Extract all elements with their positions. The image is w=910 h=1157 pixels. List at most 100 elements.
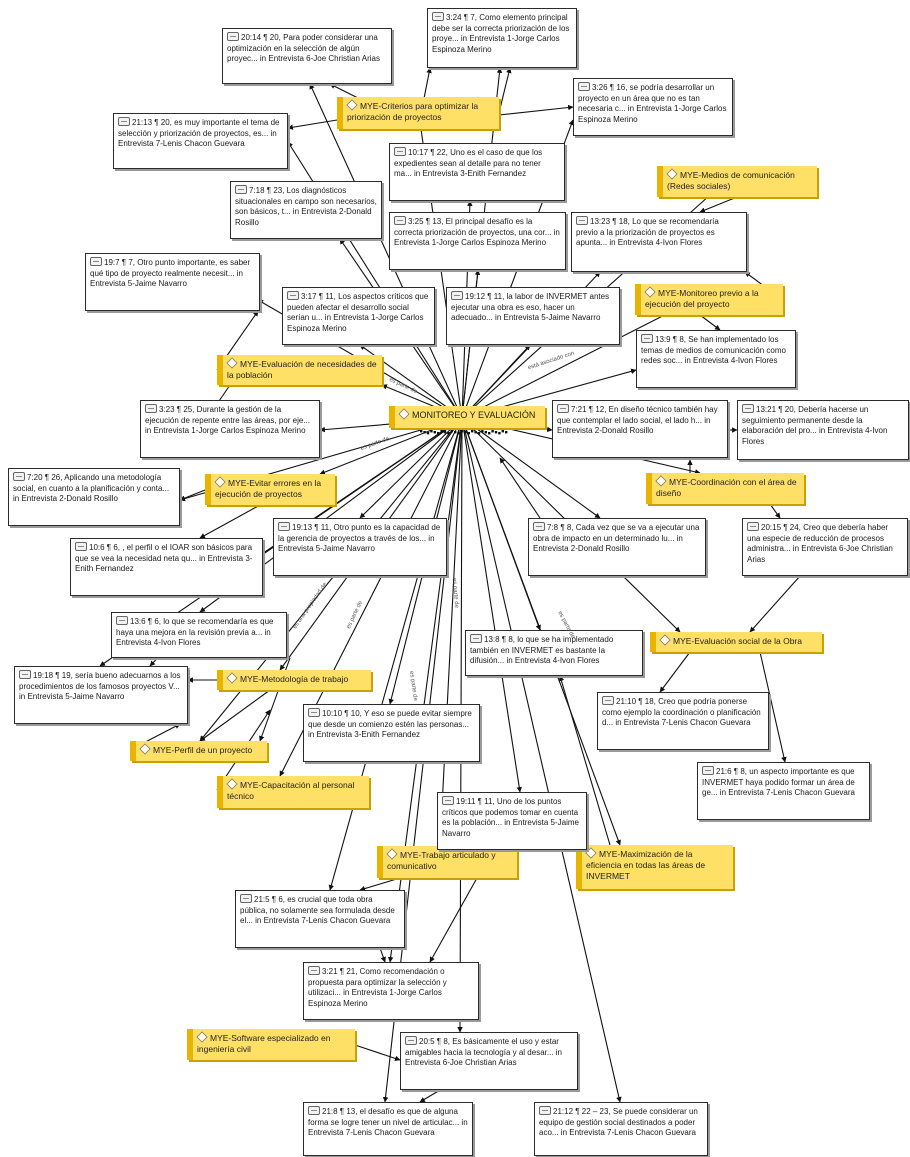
code-icon — [214, 476, 226, 488]
code-node-capacitacion[interactable]: MYE-Capacitación al personal técnico — [217, 776, 369, 808]
quote-19-12[interactable]: 19:12 ¶ 11, la labor de INVERMET antes e… — [446, 287, 620, 345]
quote-icon — [394, 216, 406, 225]
quote-icon — [308, 708, 320, 717]
quote-icon — [75, 542, 87, 551]
quote-19-11[interactable]: 19:11 ¶ 11, Uno de los puntos críticos q… — [437, 792, 587, 850]
code-node-social[interactable]: MYE-Evaluación social de la Obra — [650, 632, 822, 652]
quote-icon — [90, 257, 102, 266]
quote-21-10[interactable]: 21:10 ¶ 18, Creo que podría ponerse como… — [597, 692, 769, 750]
quote-21-12[interactable]: 21:12 ¶ 22 – 23, Se puede considerar un … — [534, 1102, 708, 1156]
quote-13-6[interactable]: 13:6 ¶ 6, lo que se recomendaría es que … — [111, 612, 287, 658]
code-node-trabajo[interactable]: MYE-Trabajo articulado y comunicativo — [377, 846, 517, 878]
link-line — [759, 651, 787, 763]
quote-3-21[interactable]: 3:21 ¶ 21, Como recomendación o propuest… — [303, 962, 479, 1020]
quote-10-10[interactable]: 10:10 ¶ 10, Y eso se puede evitar siempr… — [303, 704, 480, 762]
quote-21-13[interactable]: 21:13 ¶ 20, es muy importante el tema de… — [113, 113, 288, 169]
quote-icon — [747, 522, 759, 531]
link-line — [387, 417, 463, 963]
code-icon — [666, 168, 678, 180]
quote-text: 13:9 ¶ 8, Se han implementado los temas … — [641, 335, 786, 365]
quote-icon — [578, 82, 590, 91]
code-node-software[interactable]: MYE-Software especializado en ingeniería… — [187, 1029, 355, 1060]
code-icon — [226, 357, 238, 369]
quote-10-6[interactable]: 10:6 ¶ 6, , el perfil o el IOAR son bási… — [70, 538, 263, 596]
quote-3-25[interactable]: 3:25 ¶ 13, El principal desafío es la co… — [389, 212, 566, 270]
quote-text: 3:25 ¶ 13, El principal desafío es la co… — [394, 217, 560, 247]
code-label: MYE-Evaluación de necesidades de la pobl… — [227, 359, 377, 380]
code-label: MYE-Trabajo articulado y comunicativo — [387, 850, 496, 871]
quote-icon — [145, 404, 157, 413]
code-node-perfil[interactable]: MYE-Perfil de un proyecto — [130, 741, 267, 761]
link-line — [429, 877, 478, 963]
code-label: MYE-Monitoreo previo a la ejecución del … — [645, 288, 759, 309]
quote-13-21[interactable]: 13:21 ¶ 20, Debería hacerse un seguimien… — [737, 400, 909, 460]
link-line — [199, 504, 261, 539]
quote-19-13[interactable]: 19:13 ¶ 11, Otro punto es la capacidad d… — [273, 518, 447, 576]
code-node-coordinacion[interactable]: MYE-Coordinación con el área de diseño — [646, 473, 804, 504]
link-anchor — [430, 430, 433, 433]
quote-icon — [432, 12, 444, 21]
quote-20-15[interactable]: 20:15 ¶ 24, Creo que debería haber una e… — [742, 518, 908, 576]
quote-21-5[interactable]: 21:5 ¶ 6, es crucial que toda obra públi… — [235, 890, 405, 948]
quote-icon — [442, 796, 454, 805]
quote-3-26[interactable]: 3:26 ¶ 16, se podría desarrollar un proy… — [573, 78, 733, 136]
quote-text: 13:6 ¶ 6, lo que se recomendaría es que … — [116, 617, 274, 647]
code-node-medios[interactable]: MYE-Medios de comunicación (Redes social… — [657, 166, 817, 197]
link-line — [461, 296, 701, 419]
code-icon — [585, 847, 597, 859]
link-anchor — [420, 430, 423, 433]
code-node-monitoreo[interactable]: MYE-Monitoreo previo a la ejecución del … — [635, 284, 783, 315]
center-code-node[interactable]: MONITOREO Y EVALUACIÓN — [389, 406, 545, 428]
quote-7-21[interactable]: 7:21 ¶ 12, En diseño técnico también hay… — [552, 400, 728, 458]
quote-text: 20:14 ¶ 20, Para poder considerar una op… — [227, 33, 380, 63]
quote-19-18[interactable]: 19:18 ¶ 19, sería bueno adecuarnos a los… — [14, 666, 188, 724]
quote-3-17[interactable]: 3:17 ¶ 11, Los aspectos críticos que pue… — [282, 287, 435, 345]
code-icon — [655, 475, 667, 487]
code-node-necesidades[interactable]: MYE-Evaluación de necesidades de la pobl… — [217, 355, 382, 385]
quote-icon — [405, 1036, 417, 1045]
code-node-criterios[interactable]: MYE-Criterios para optimizar la prioriza… — [337, 97, 499, 129]
code-node-metodologia[interactable]: MYE-Metodología de trabajo — [217, 670, 371, 690]
link-line — [437, 417, 463, 847]
quote-icon — [308, 966, 320, 975]
quote-icon — [470, 634, 482, 643]
quote-text: 21:8 ¶ 13, el desafío es que de alguna f… — [308, 1107, 468, 1137]
link-line — [498, 104, 574, 116]
quote-13-9[interactable]: 13:9 ¶ 8, Se han implementado los temas … — [636, 330, 796, 388]
link-line — [699, 314, 721, 331]
quote-3-24[interactable]: 3:24 ¶ 7, Como elemento principal debe s… — [427, 8, 577, 68]
quote-text: 19:13 ¶ 11, Otro punto es la capacidad d… — [278, 523, 441, 553]
quote-13-23[interactable]: 13:23 ¶ 18, Lo que se recomendaría previ… — [571, 212, 747, 272]
code-label: MYE-Capacitación al personal técnico — [227, 780, 355, 801]
code-node-maximizacion[interactable]: MYE-Maximización de la eficiencia en tod… — [576, 845, 733, 889]
quote-19-7[interactable]: 19:7 ¶ 7, Otro punto importante, es sabe… — [85, 253, 260, 311]
quote-text: 20:5 ¶ 8, Es básicamente el uso y estar … — [405, 1037, 562, 1067]
quote-icon — [394, 147, 406, 156]
quote-13-8[interactable]: 13:8 ¶ 8, lo que se ha implementado tamb… — [465, 630, 643, 676]
code-icon — [644, 286, 656, 298]
quote-10-17[interactable]: 10:17 ¶ 22, Uno es el caso de que los ex… — [389, 143, 565, 201]
quote-21-8[interactable]: 21:8 ¶ 13, el desafío es que de alguna f… — [303, 1102, 473, 1156]
quote-3-23[interactable]: 3:23 ¶ 25, Durante la gestión de la ejec… — [140, 400, 320, 458]
link-anchor — [471, 430, 474, 433]
quote-7-20[interactable]: 7:20 ¶ 26, Aplicando una metodología soc… — [8, 468, 180, 526]
quote-20-14[interactable]: 20:14 ¶ 20, Para poder considerar una op… — [222, 28, 392, 84]
link-anchor — [423, 431, 426, 434]
code-icon — [398, 408, 410, 420]
link-line — [749, 575, 801, 633]
quote-text: 19:7 ¶ 7, Otro punto importante, es sabe… — [90, 258, 251, 288]
quote-7-8[interactable]: 7:8 ¶ 8, Cada vez que se va a ejecutar u… — [528, 518, 706, 576]
link-line — [287, 119, 338, 130]
quote-icon — [702, 766, 714, 775]
code-node-errores[interactable]: MYE-Evitar errores en la ejecución de pr… — [205, 474, 335, 505]
link-line — [199, 689, 271, 742]
quote-21-6[interactable]: 21:6 ¶ 8, un aspecto importante es que I… — [697, 762, 870, 820]
link-line — [461, 417, 522, 793]
code-label: MYE-Criterios para optimizar la prioriza… — [347, 101, 479, 122]
quote-text: 10:17 ¶ 22, Uno es el caso de que los ex… — [394, 148, 543, 178]
quote-7-18[interactable]: 7:18 ¶ 23, Los diagnósticos situacionale… — [230, 181, 382, 239]
quote-20-5[interactable]: 20:5 ¶ 8, Es básicamente el uso y estar … — [400, 1032, 578, 1090]
link-line — [461, 417, 601, 519]
quote-icon — [742, 404, 754, 413]
quote-icon — [308, 1106, 320, 1115]
